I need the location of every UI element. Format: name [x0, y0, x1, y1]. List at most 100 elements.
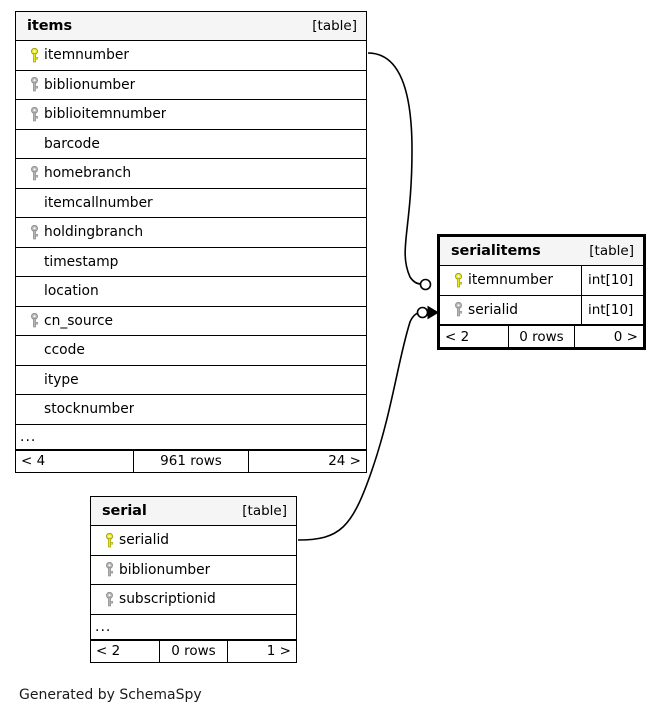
- table-box-items: items[table] itemnumber biblionumber biblio…: [15, 11, 367, 473]
- footer-row-count: 0 rows: [159, 640, 228, 662]
- key-slot: [24, 106, 44, 122]
- primary-key-icon: [454, 272, 462, 288]
- foreign-key-icon: [30, 224, 38, 240]
- connector-endpoint-circle-items: [419, 278, 432, 291]
- key-slot: [99, 562, 119, 577]
- foreign-key-icon: [105, 562, 113, 577]
- key-slot: [448, 302, 468, 317]
- table-row[interactable]: barcode: [16, 129, 366, 159]
- table-header-serial[interactable]: serial [table]: [91, 497, 296, 526]
- foreign-key-icon: [454, 302, 462, 317]
- table-name-serial: serial: [102, 503, 147, 519]
- table-row[interactable]: stocknumber: [16, 395, 366, 425]
- column-name-cell: stocknumber: [16, 401, 366, 417]
- table-box-serial: serial [table] serialid biblionumber subscri…: [90, 496, 297, 663]
- table-name-serialitems: serialitems: [451, 243, 541, 259]
- column-label: timestamp: [44, 253, 119, 270]
- table-more-columns-indicator: ...: [91, 615, 296, 640]
- table-row[interactable]: biblionumber: [16, 70, 366, 100]
- foreign-key-icon: [30, 165, 38, 181]
- column-label: ccode: [44, 342, 85, 359]
- table-row[interactable]: holdingbranch: [16, 218, 366, 248]
- column-name-cell: serialid: [440, 302, 581, 318]
- table-kind-label: [table]: [242, 503, 287, 519]
- column-type-cell: int[10]: [581, 266, 643, 295]
- column-name-cell: serialid: [91, 532, 296, 548]
- table-row[interactable]: itemnumber: [16, 41, 366, 71]
- table-row[interactable]: cn_source: [16, 306, 366, 336]
- footer-prev-button[interactable]: < 2: [445, 328, 470, 345]
- column-label: itemcallnumber: [44, 194, 153, 211]
- column-label: serialid: [468, 301, 519, 318]
- key-slot: [24, 47, 44, 63]
- table-row[interactable]: homebranch: [16, 159, 366, 189]
- key-slot: [448, 272, 468, 288]
- column-name-cell: itemnumber: [16, 47, 366, 63]
- table-row[interactable]: itype: [16, 365, 366, 395]
- footer-row-count: 0 rows: [507, 326, 576, 347]
- column-label: biblioitemnumber: [44, 106, 167, 123]
- column-label: location: [44, 283, 99, 300]
- table-row[interactable]: ccode: [16, 336, 366, 366]
- footer-next-button[interactable]: 0 >: [613, 328, 638, 345]
- table-row[interactable]: biblioitemnumber: [16, 100, 366, 130]
- column-type-cell: int[10]: [581, 295, 643, 324]
- column-name-cell: location: [16, 283, 366, 299]
- table-row[interactable]: itemcallnumber: [16, 188, 366, 218]
- foreign-key-icon: [30, 106, 38, 122]
- column-name-cell: itemcallnumber: [16, 195, 366, 211]
- column-label: subscriptionid: [119, 591, 216, 608]
- column-name-cell: barcode: [16, 136, 366, 152]
- key-slot: [24, 165, 44, 181]
- table-row[interactable]: subscriptionid: [91, 585, 296, 615]
- table-kind-label: [table]: [589, 243, 634, 259]
- table-row[interactable]: timestamp: [16, 247, 366, 277]
- key-slot: [24, 224, 44, 240]
- column-name-cell: holdingbranch: [16, 224, 366, 240]
- table-header-items[interactable]: items[table]: [16, 12, 366, 41]
- foreign-key-icon: [105, 591, 113, 607]
- column-name-cell: ccode: [16, 342, 366, 358]
- column-name-cell: itype: [16, 372, 366, 388]
- primary-key-icon: [105, 532, 113, 548]
- table-row[interactable]: serialid: [91, 526, 296, 556]
- table-row[interactable]: itemnumber int[10]: [440, 266, 643, 296]
- column-name-cell: itemnumber: [440, 272, 581, 288]
- column-name-cell: subscriptionid: [91, 591, 296, 607]
- column-name-cell: cn_source: [16, 313, 366, 329]
- column-label: itemnumber: [468, 272, 554, 289]
- generator-caption: Generated by SchemaSpy: [19, 687, 202, 703]
- foreign-key-icon: [30, 313, 38, 328]
- table-row[interactable]: location: [16, 277, 366, 307]
- column-label: stocknumber: [44, 401, 135, 418]
- footer-prev-button[interactable]: < 2: [96, 643, 121, 659]
- column-name-cell: biblionumber: [16, 77, 366, 93]
- footer-next-button[interactable]: 24 >: [328, 453, 361, 469]
- column-name-cell: biblioitemnumber: [16, 106, 366, 122]
- connector-endpoint-circle-serial: [416, 306, 429, 319]
- table-row[interactable]: serialid int[10]: [440, 295, 643, 325]
- column-label: itemnumber: [44, 47, 130, 64]
- table-row[interactable]: biblionumber: [91, 555, 296, 585]
- footer-next-button[interactable]: 1 >: [266, 643, 291, 659]
- column-name-cell: homebranch: [16, 165, 366, 181]
- column-label: cn_source: [44, 312, 114, 329]
- foreign-key-icon: [30, 77, 38, 92]
- table-kind-label: [table]: [312, 18, 357, 34]
- table-more-columns-indicator: ...: [16, 425, 366, 450]
- primary-key-icon: [30, 47, 38, 63]
- table-footer-serial: < 2 0 rows 1 >: [91, 639, 296, 662]
- column-label: barcode: [44, 135, 100, 152]
- table-header-serialitems[interactable]: serialitems [table]: [440, 237, 643, 266]
- column-label: holdingbranch: [44, 224, 144, 241]
- column-name-cell: timestamp: [16, 254, 366, 270]
- key-slot: [99, 591, 119, 607]
- column-label: serialid: [119, 532, 170, 549]
- footer-prev-button[interactable]: < 4: [21, 453, 46, 469]
- key-slot: [24, 77, 44, 92]
- key-slot: [99, 532, 119, 548]
- column-label: homebranch: [44, 165, 132, 182]
- table-footer-serialitems: < 2 0 rows 0 >: [440, 325, 643, 347]
